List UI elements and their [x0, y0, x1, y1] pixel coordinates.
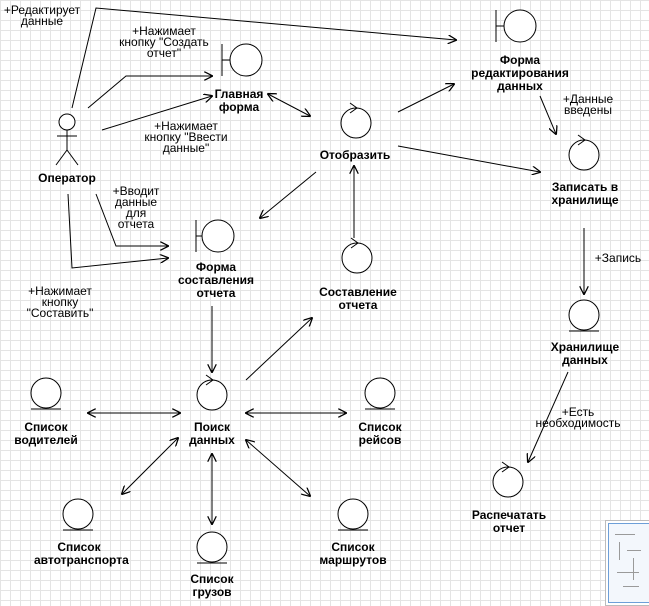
edge-label-record: +Запись — [594, 251, 642, 265]
main-form-boundary-icon[interactable] — [221, 43, 263, 77]
operator-actor-icon[interactable] — [55, 113, 79, 166]
edge-storage-print — [528, 371, 569, 462]
trips-label: Список рейсов — [358, 420, 402, 447]
data-storage-label: Хранилище данных — [550, 340, 620, 367]
edit-form-boundary-icon[interactable] — [495, 9, 537, 43]
edit-form-label: Форма редактирования данных — [471, 53, 569, 93]
edge-label-enters-report-data: +Вводит данные для отчета — [112, 184, 160, 231]
edge-label-data-entered: +Данные введены — [562, 92, 614, 117]
drivers-entity-icon[interactable] — [30, 377, 62, 410]
cargo-entity-icon[interactable] — [196, 531, 228, 564]
edge-label-press-create-report: +Нажимает кнопку "Создать отчет" — [119, 24, 209, 60]
search-data-label: Поиск данных — [189, 420, 235, 447]
edge-operator-main-form-2 — [101, 96, 212, 131]
display-label: Отобразить — [319, 148, 391, 162]
edge-operator-edit-form — [71, 7, 456, 109]
edge-label-press-enter-data: +Нажимает кнопку "Ввести данные" — [144, 119, 228, 155]
write-storage-label: Записать в хранилище — [551, 180, 619, 207]
report-form-boundary-icon[interactable] — [195, 219, 235, 253]
edge-display-write-storage — [397, 145, 540, 172]
edge-operator-main-form — [87, 76, 212, 109]
search-data-control-icon[interactable] — [196, 374, 228, 411]
diagram-minimap[interactable] — [605, 520, 649, 606]
print-label: Распечатать отчет — [471, 508, 547, 535]
write-storage-control-icon[interactable] — [568, 134, 600, 171]
edge-search-routes — [246, 440, 310, 496]
edge-operator-report-form-2 — [67, 193, 168, 269]
report-form-label: Форма составления отчета — [177, 260, 255, 300]
drivers-label: Список водителей — [14, 420, 78, 447]
minimap-viewport[interactable] — [608, 523, 649, 603]
main-form-label: Главная форма — [214, 87, 264, 114]
edge-search-vehicles — [122, 438, 178, 494]
edge-label-edits-data: +Редактирует данные — [3, 3, 81, 28]
edge-label-press-compose: +Нажимает кнопку "Составить" — [26, 284, 94, 320]
routes-label: Список маршрутов — [319, 540, 387, 567]
edge-display-report-form — [260, 171, 317, 218]
edge-operator-report-form — [95, 193, 168, 246]
edge-edit-form-write-storage — [539, 95, 556, 134]
compose-report-label: Составление отчета — [319, 285, 397, 312]
cargo-label: Список грузов — [190, 572, 234, 599]
vehicles-label: Список автотранспорта — [34, 540, 129, 567]
routes-entity-icon[interactable] — [337, 498, 369, 531]
operator-label: Оператор — [38, 171, 96, 185]
edge-main-form-display — [268, 94, 310, 116]
edge-label-is-needed: +Есть необходимость — [535, 405, 621, 430]
edge-display-edit-form — [397, 84, 454, 113]
trips-entity-icon[interactable] — [364, 377, 396, 410]
edge-search-compose — [245, 318, 312, 381]
compose-report-control-icon[interactable] — [341, 237, 373, 274]
display-control-icon[interactable] — [340, 102, 372, 139]
data-storage-entity-icon[interactable] — [568, 299, 600, 332]
vehicles-entity-icon[interactable] — [62, 498, 94, 531]
print-control-icon[interactable] — [492, 461, 524, 498]
